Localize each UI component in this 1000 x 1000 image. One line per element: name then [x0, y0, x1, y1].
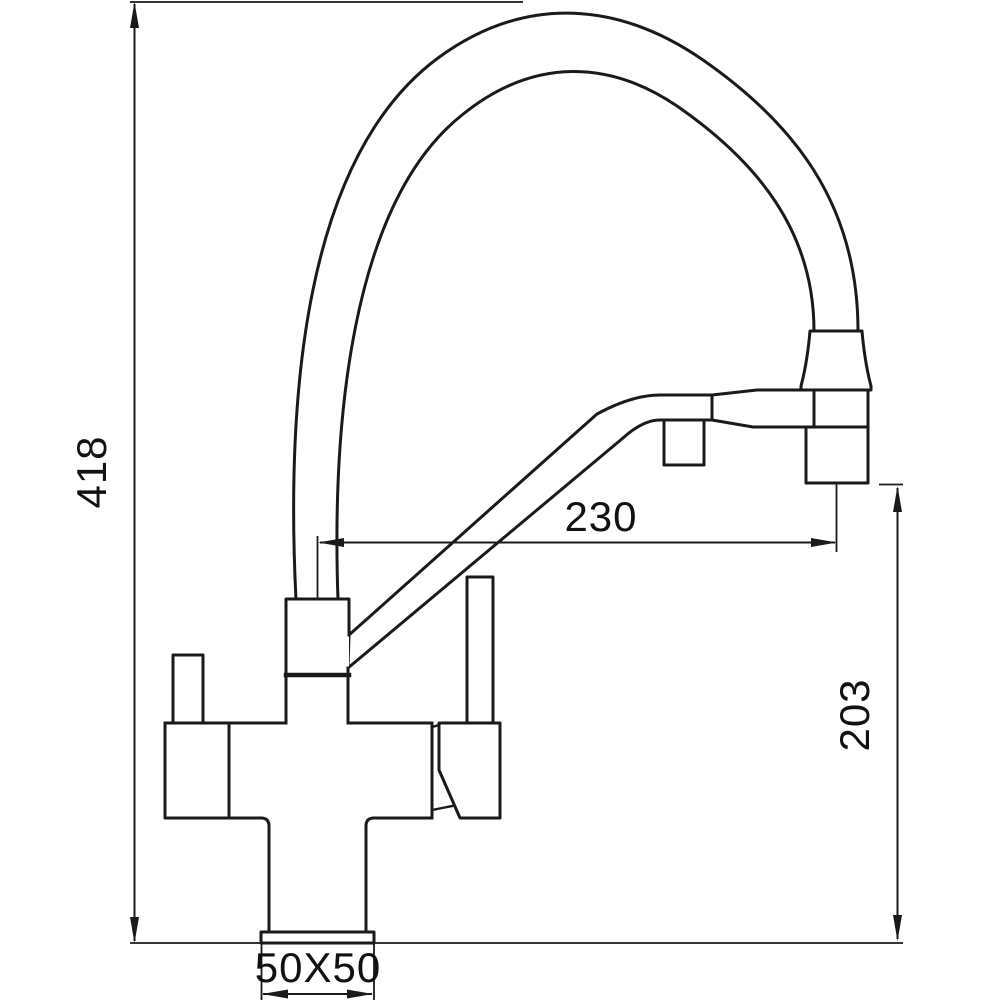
gooseneck-inner-edge [335, 70, 816, 602]
left-handle-stem [171, 653, 205, 725]
gooseneck-outer-edge [292, 11, 860, 602]
right-handle-gap-bottom [430, 804, 454, 812]
arrow-right-icon [811, 538, 837, 547]
reach-dimension-label: 230 [564, 493, 637, 540]
faucet-body-fill [165, 599, 432, 932]
height-dimension-label: 418 [68, 435, 115, 508]
arrow-up-icon [130, 2, 139, 28]
right-handle-block [437, 721, 502, 820]
arrow-left-icon [262, 989, 288, 999]
spray-head-upper-block [812, 388, 870, 429]
column-right-edge [364, 816, 434, 934]
dimension-spout-reach: 230 [316, 484, 838, 598]
spout-tip-taper [710, 388, 816, 429]
dimension-base-size: 50X50 [255, 943, 381, 1000]
right-handle-gap-top [430, 723, 441, 729]
dimension-overall-height: 418 [68, 1, 523, 943]
arrow-right-icon [347, 989, 373, 999]
spray-head-lower-block [804, 425, 870, 485]
dimension-outlet-height: 203 [831, 483, 903, 941]
arrow-up-icon [893, 486, 902, 512]
arrow-down-icon [130, 917, 139, 943]
outlet-dimension-label: 203 [831, 678, 878, 751]
gooseneck-spout [292, 11, 860, 602]
left-arm-edge [163, 721, 231, 820]
faucet-body-outline [163, 597, 434, 934]
base-plinth [259, 930, 376, 945]
arrow-down-icon [893, 915, 902, 941]
arrow-left-icon [318, 538, 344, 547]
filtered-water-nozzle [662, 418, 706, 467]
hose-collar [799, 329, 873, 392]
straight-spout-tube [346, 393, 714, 670]
base-dimension-label: 50X50 [255, 944, 381, 991]
neck-left-top-edge [284, 597, 351, 725]
right-handle-lever [465, 575, 495, 725]
column-left-edge [227, 816, 271, 934]
